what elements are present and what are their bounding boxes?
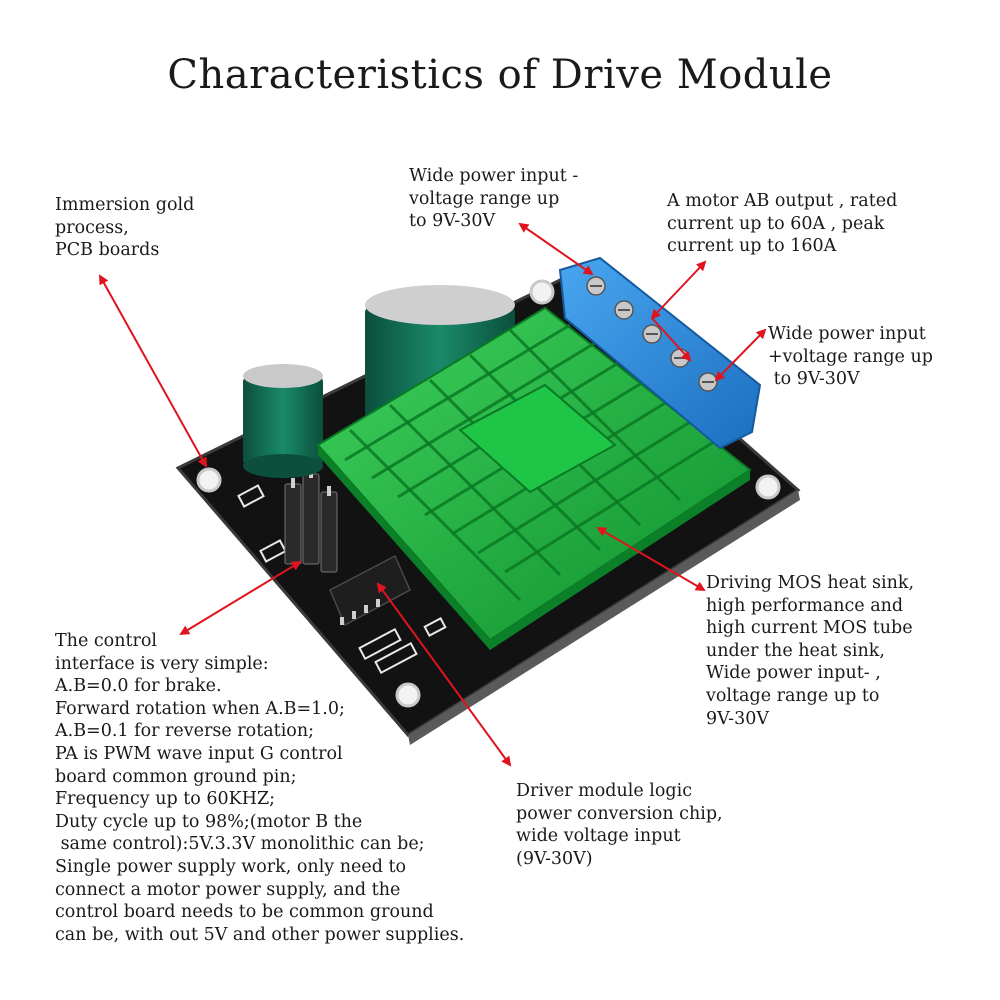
terminal-block	[558, 256, 762, 450]
arrow-power-pos	[714, 328, 767, 382]
callout-logic-chip: Driver module logic power conversion chi…	[516, 781, 723, 869]
mounting-hole-left	[196, 467, 222, 493]
callout-heat-sink: Driving MOS heat sink, high performance …	[706, 573, 915, 729]
arrow-heatsink	[596, 526, 706, 592]
callout-control-interface: The control interface is very simple: A.…	[55, 631, 465, 945]
arrow-motor-out	[650, 260, 707, 320]
callout-power-positive: Wide power input +voltage range up to 9V…	[768, 324, 933, 390]
callout-power-negative: Wide power input - voltage range up to 9…	[409, 166, 579, 232]
callout-arrows	[99, 222, 767, 767]
arrow-motor-out-2	[651, 317, 692, 362]
callout-motor-output: A motor AB output , rated current up to …	[667, 191, 898, 257]
mounting-hole-right	[755, 474, 781, 500]
small-capacitor	[243, 364, 323, 478]
arrow-pcb	[99, 274, 207, 468]
callout-pcb: Immersion gold process, PCB boards	[55, 195, 195, 261]
arrow-control	[179, 560, 302, 636]
mounting-hole-top	[529, 279, 555, 305]
arrow-logic-chip	[376, 582, 512, 767]
arrow-power-neg	[518, 222, 594, 276]
page-title: Characteristics of Drive Module	[167, 52, 833, 98]
